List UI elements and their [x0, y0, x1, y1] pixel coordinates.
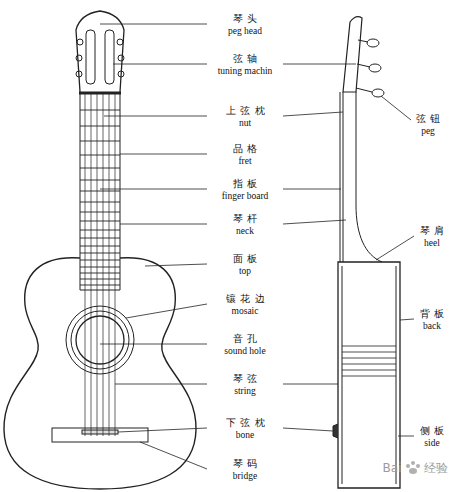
part-label: 背板 — [415, 308, 449, 319]
part-label: 琴头 — [228, 13, 262, 24]
part-label: 下弦枕 — [221, 417, 269, 428]
part-label: heel — [424, 238, 440, 248]
part-label: top — [239, 266, 251, 276]
part-label: 音孔 — [228, 333, 262, 344]
part-label: 品格 — [228, 143, 262, 154]
part-label: 弦钮 — [411, 113, 445, 124]
watermark: Bai — [383, 462, 402, 475]
part-label: fret — [238, 156, 251, 166]
part-label: 琴弦 — [228, 373, 262, 384]
part-label: peg — [421, 126, 435, 136]
watermark: 经验 — [424, 462, 448, 475]
part-label: peg head — [228, 26, 262, 36]
part-label: 上弦枕 — [221, 105, 269, 116]
part-label: neck — [236, 226, 254, 236]
part-label: 面板 — [228, 253, 262, 264]
part-label: finger board — [222, 191, 269, 201]
part-label: side — [424, 438, 439, 448]
part-label: 弦轴 — [228, 53, 262, 64]
part-label: 侧板 — [415, 425, 449, 436]
part-label: tuning machin — [218, 66, 273, 76]
part-label: bridge — [233, 471, 257, 481]
part-label: 琴肩 — [415, 225, 449, 236]
part-label: 指板 — [228, 178, 262, 189]
part-label: 镶花边 — [221, 293, 269, 304]
part-label: sound hole — [224, 346, 265, 356]
part-label: mosaic — [232, 306, 259, 316]
part-label: nut — [239, 118, 251, 128]
part-label: back — [423, 321, 441, 331]
part-label: string — [234, 386, 256, 396]
part-label: 琴杆 — [228, 213, 262, 224]
part-label: 琴码 — [228, 458, 262, 469]
part-label: bone — [236, 430, 254, 440]
